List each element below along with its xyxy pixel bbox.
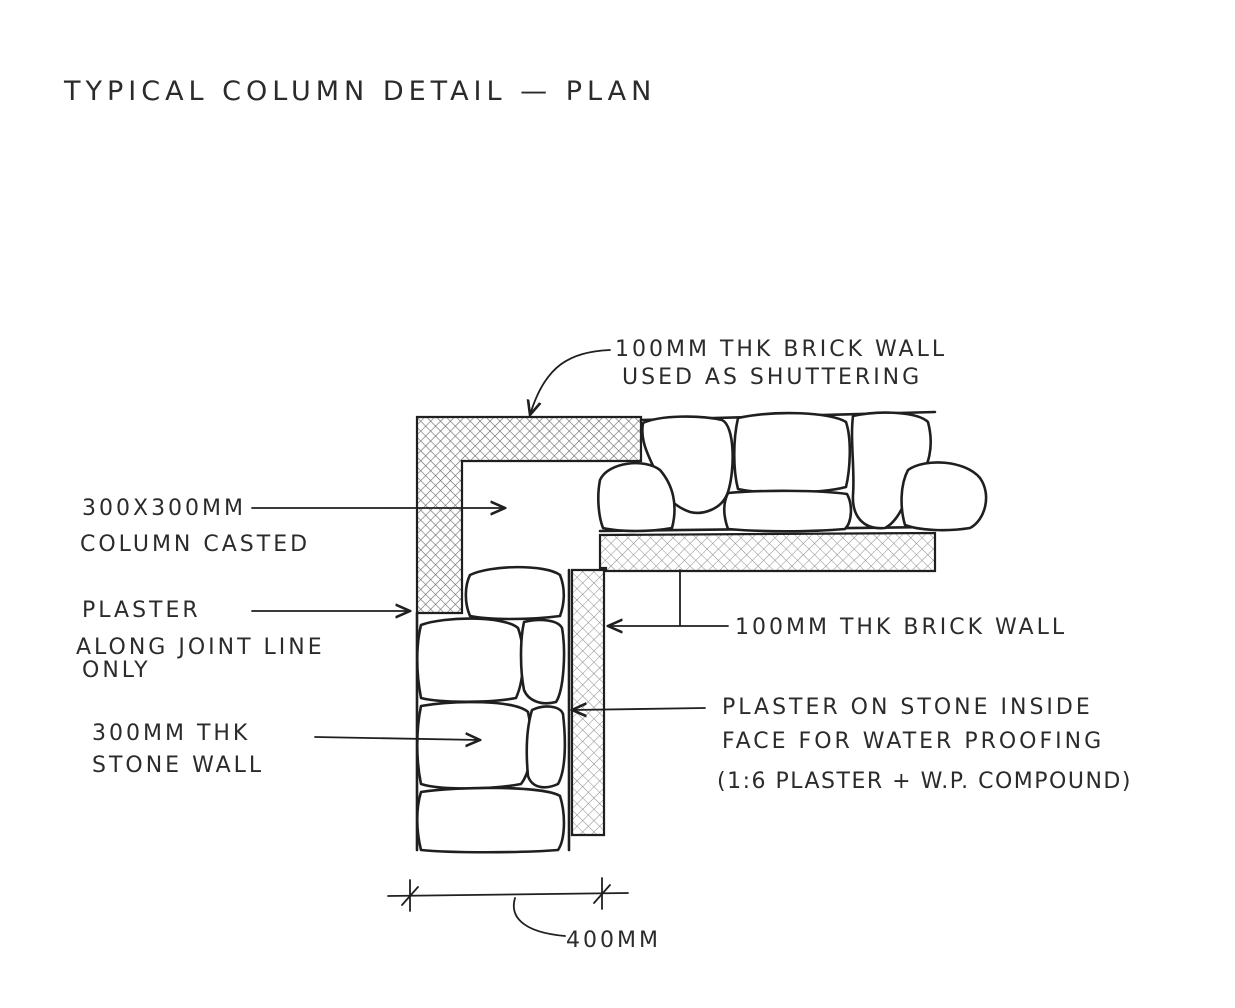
stone xyxy=(732,411,852,494)
stone xyxy=(722,489,853,533)
top-stone-wall xyxy=(597,410,988,533)
label-stone-wall-1: 300MM THK xyxy=(92,721,250,746)
stone xyxy=(415,617,525,704)
leader-plaster-stone xyxy=(572,708,706,710)
label-brick-shuttering-1: 100MM THK BRICK WALL xyxy=(615,337,947,362)
label-brick-shuttering-2: USED AS SHUTTERING xyxy=(622,365,922,390)
stone xyxy=(415,700,533,790)
dimension-line xyxy=(387,877,629,937)
brick-wall-vertical xyxy=(570,568,606,837)
stone xyxy=(597,461,676,533)
stone xyxy=(519,618,566,705)
label-column-1: 300X300MM xyxy=(82,496,246,521)
label-plaster-joint-2: ALONG JOINT LINE xyxy=(76,635,325,660)
label-dimension: 400MM xyxy=(566,928,661,953)
leader-brick-shuttering xyxy=(530,349,611,415)
brick-wall-horizontal xyxy=(598,531,937,573)
stone xyxy=(900,461,988,532)
drawing-title: TYPICAL COLUMN DETAIL — PLAN xyxy=(63,76,656,107)
label-column-2: COLUMN CASTED xyxy=(80,532,310,557)
label-plaster-stone-3: (1:6 PLASTER + W.P. COMPOUND) xyxy=(717,769,1132,794)
leader-stone-wall xyxy=(314,737,480,740)
label-plaster-joint-1: PLASTER xyxy=(82,598,201,623)
label-plaster-stone-1: PLASTER ON STONE INSIDE xyxy=(722,695,1093,720)
label-brick-wall-right: 100MM THK BRICK WALL xyxy=(735,615,1067,640)
column-area xyxy=(461,460,642,614)
stone xyxy=(415,786,566,854)
label-plaster-joint-3: ONLY xyxy=(82,658,151,683)
stone xyxy=(525,705,567,789)
stone xyxy=(464,565,566,621)
left-stone-wall xyxy=(415,565,571,854)
label-stone-wall-2: STONE WALL xyxy=(92,753,264,778)
label-plaster-stone-2: FACE FOR WATER PROOFING xyxy=(722,729,1104,754)
